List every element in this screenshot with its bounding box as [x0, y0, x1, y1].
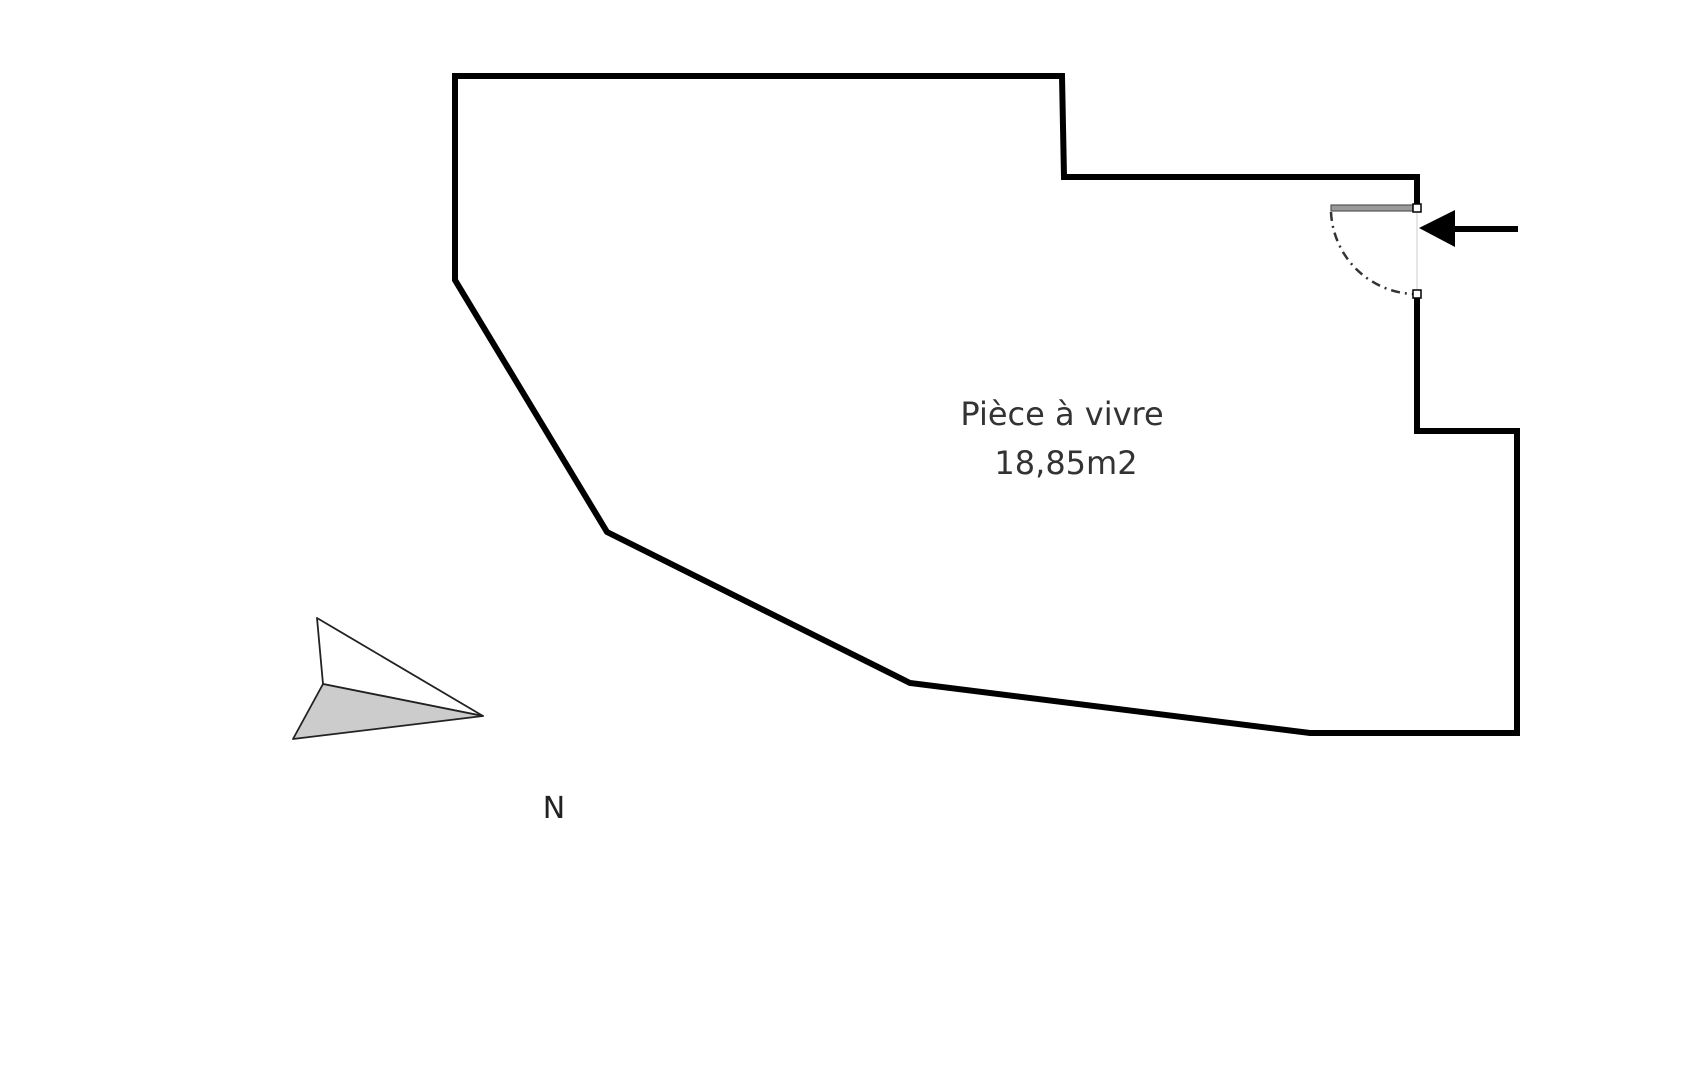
door-hinge-bottom: [1412, 289, 1422, 299]
door-leaf: [1330, 204, 1414, 212]
door-hinge-top: [1412, 203, 1422, 213]
compass-north-label: N: [543, 791, 565, 826]
entrance-arrow-icon: [1419, 210, 1518, 247]
north-compass-icon: [292, 617, 484, 740]
room-area: 18,85m2: [994, 444, 1137, 482]
room-walls: [452, 73, 1520, 736]
room-name: Pièce à vivre: [960, 395, 1163, 433]
door-swing-arc: [1329, 211, 1414, 296]
